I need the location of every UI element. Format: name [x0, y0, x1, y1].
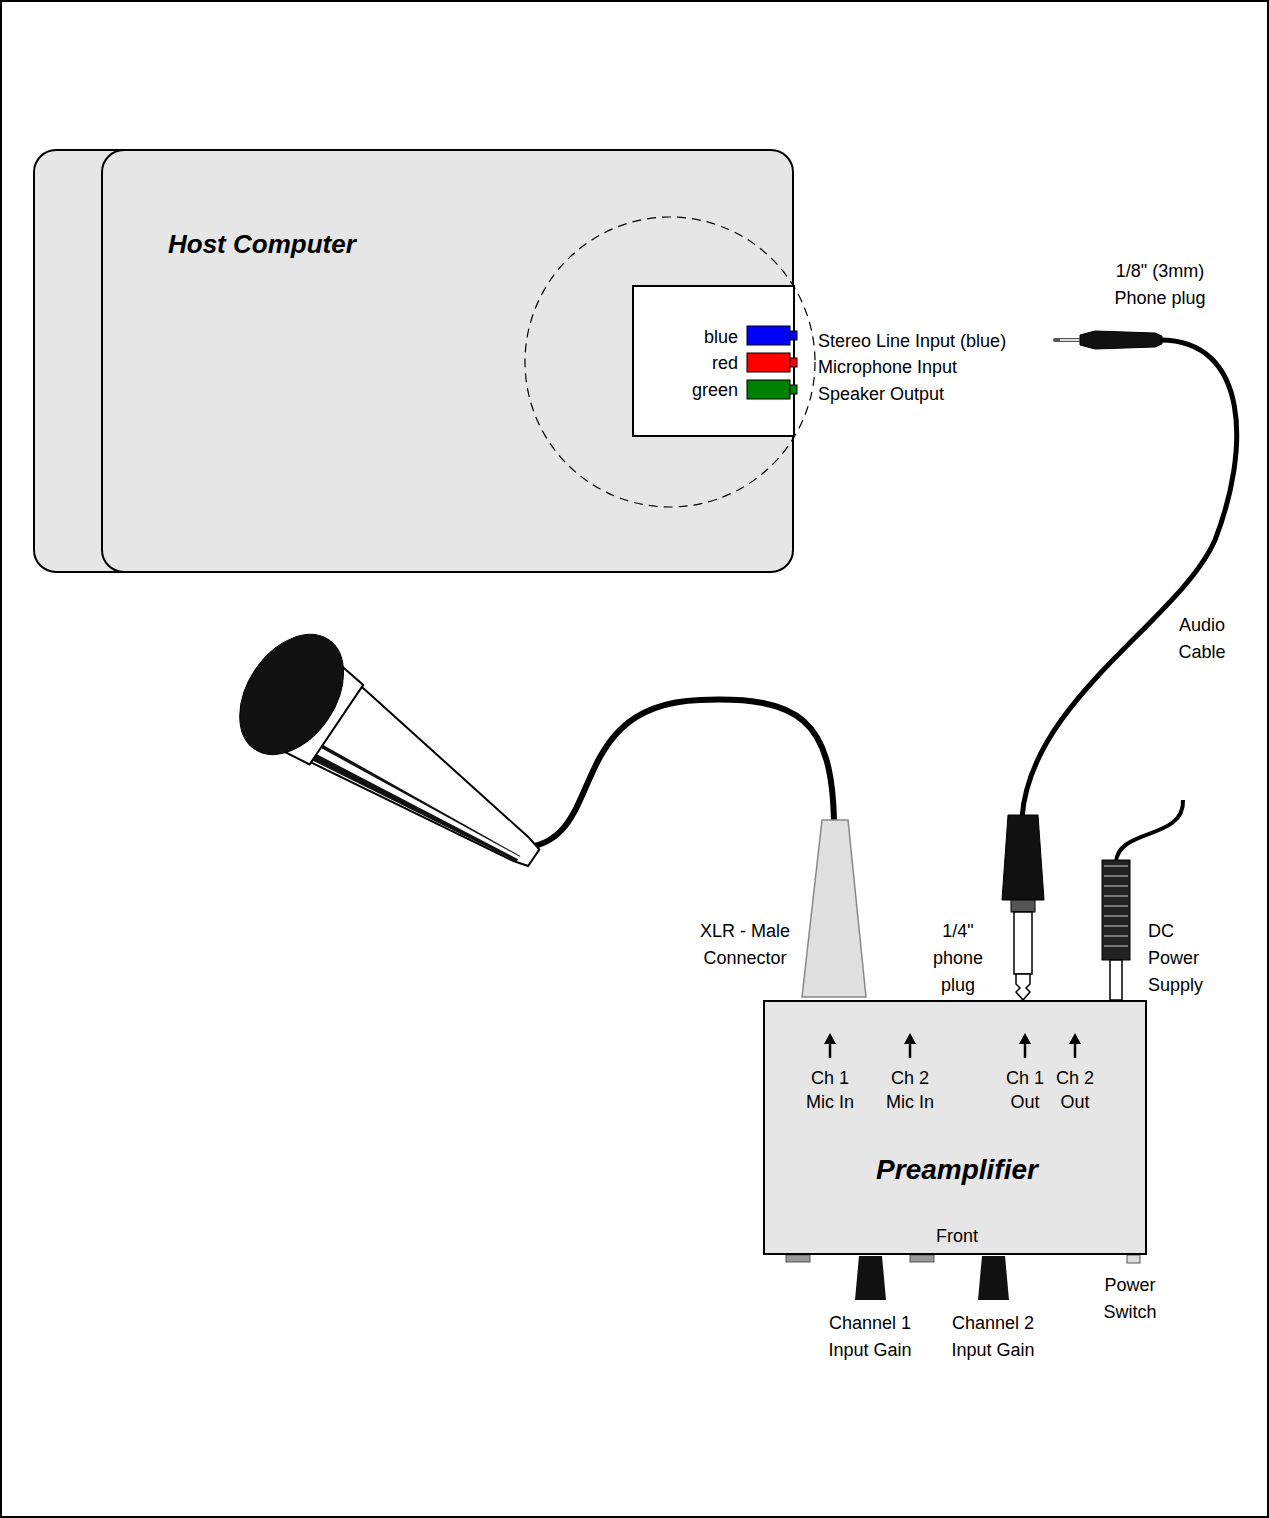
ridge	[1104, 905, 1128, 907]
port-label: red	[636, 351, 738, 375]
plug-ring	[1011, 900, 1035, 912]
port-label: blue	[636, 325, 738, 349]
callout-label: 1/8" (3mm) Phone plug	[1102, 258, 1218, 312]
microphone	[218, 615, 570, 912]
jack-panel: bluered green	[632, 285, 795, 437]
port-arrow	[1069, 1033, 1081, 1058]
mic-head	[218, 615, 365, 774]
callout-label: Audio Cable	[1166, 612, 1238, 666]
xlr-connector	[802, 820, 866, 997]
plug-tip	[1055, 338, 1082, 342]
ridge	[1104, 875, 1128, 877]
ridge	[1104, 885, 1128, 887]
port-arrows	[765, 1002, 1149, 1257]
arrow-shaft	[829, 1042, 832, 1058]
arrow-shaft	[1024, 1042, 1027, 1058]
arrow-shaft	[1074, 1042, 1077, 1058]
callout-label: 1/4" phone plug	[928, 918, 988, 999]
jack-body	[747, 380, 790, 399]
arrow-head	[1069, 1033, 1081, 1044]
callout-label: DC Power Supply	[1148, 918, 1222, 999]
power-plug-body	[1102, 860, 1130, 960]
port-arrow	[824, 1033, 836, 1058]
zoom-circle	[525, 217, 815, 507]
power-cable	[1116, 800, 1183, 862]
gain-knob	[978, 1256, 1009, 1300]
ridge	[1104, 895, 1128, 897]
ridge	[1104, 935, 1128, 937]
callout-label: Power Switch	[1094, 1272, 1166, 1326]
ridge	[1104, 945, 1128, 947]
arrow-head	[1019, 1033, 1031, 1044]
title-text: Preamplifier	[837, 1152, 1077, 1187]
ridge	[1104, 915, 1128, 917]
phone-plug-body	[1002, 815, 1044, 900]
arrow-head	[824, 1033, 836, 1044]
callout-label: Channel 2 Input Gain	[948, 1310, 1038, 1364]
plug-tip-shine	[1060, 339, 1080, 341]
mic-stripe	[301, 717, 520, 876]
port-label: Ch 1 Out	[1002, 1066, 1048, 1115]
arrow-head	[904, 1033, 916, 1044]
audio-jack	[747, 353, 797, 372]
callout-label: XLR - Male Connector	[692, 918, 798, 972]
audio-jack	[747, 380, 797, 399]
preamplifier: Ch 1 Mic In Ch 2 Mic In Ch 1 OutCh 2 OutPr…	[763, 1000, 1147, 1255]
mic-stripe	[292, 721, 518, 890]
power-plug-tip	[1110, 960, 1122, 1000]
port-arrow	[904, 1033, 916, 1058]
audio-cable	[1022, 340, 1237, 818]
callout-label: Speaker Output	[818, 383, 944, 406]
callout-label: Microphone Input	[818, 356, 957, 379]
jack-tab	[790, 385, 797, 394]
power-switch	[1127, 1255, 1140, 1263]
front-tab	[910, 1255, 934, 1262]
plug-tip	[1016, 974, 1030, 1000]
jack-body	[747, 326, 790, 345]
callout-label: Stereo Line Input (blue)	[818, 330, 1006, 353]
port-label: Ch 2 Mic In	[878, 1066, 942, 1115]
ridge	[1104, 925, 1128, 927]
gain-knob	[855, 1256, 886, 1300]
jack-body	[747, 353, 790, 372]
port-label: Ch 1 Mic In	[798, 1066, 862, 1115]
arrow-shaft	[909, 1042, 912, 1058]
jack-tab	[790, 358, 797, 367]
port-label: green	[636, 378, 738, 402]
ridge	[1104, 865, 1128, 867]
jack-tab	[790, 331, 797, 340]
computer-housing: bluered green Host Computer	[102, 150, 793, 572]
port-arrow	[1019, 1033, 1031, 1058]
audio-jack	[747, 326, 797, 345]
callout-label: Channel 1 Input Gain	[825, 1310, 915, 1364]
port-label: Front	[897, 1224, 1017, 1248]
mic-cable	[520, 700, 834, 848]
plug-sleeve	[1014, 912, 1032, 974]
front-tab	[786, 1255, 810, 1262]
power-plug-ridges	[1104, 866, 1128, 946]
port-label: Ch 2 Out	[1052, 1066, 1098, 1115]
phone-plug-small	[1080, 331, 1162, 349]
title-text: Host Computer	[168, 228, 468, 261]
